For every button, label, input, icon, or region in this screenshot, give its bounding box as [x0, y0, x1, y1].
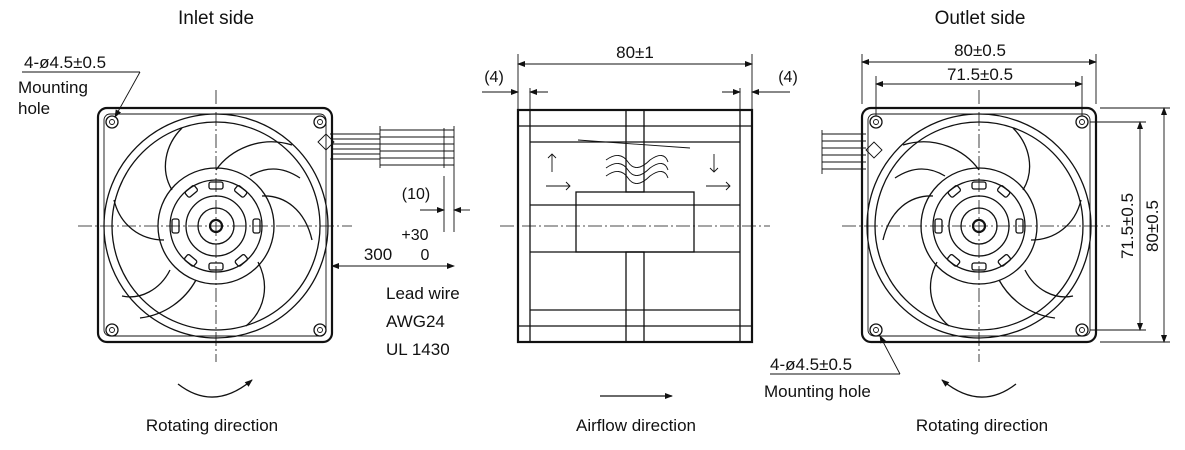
side-flange-right: (4) [778, 69, 798, 86]
inlet-frame [96, 106, 334, 344]
lead-tol-lower: 0 [421, 247, 430, 264]
outlet-width-dim: 80±0.5 [954, 41, 1006, 60]
inlet-hole-dim: 4-ø4.5±0.5 [24, 53, 106, 72]
outlet-rotation-label: Rotating direction [916, 416, 1048, 435]
lead-gap-dim: (10) [402, 186, 430, 203]
side-flow-markers [546, 153, 731, 191]
side-wire-bundle [605, 155, 669, 184]
side-view: 80±1 (4) (4) [482, 43, 798, 435]
airflow-label: Airflow direction [576, 416, 696, 435]
inlet-mounting-holes [105, 115, 327, 337]
inlet-hole-label-1: Mounting [18, 78, 88, 97]
outlet-hole-label: Mounting hole [764, 382, 871, 401]
inlet-rotation-label: Rotating direction [146, 416, 278, 435]
lead-tol-upper: +30 [401, 227, 428, 244]
lead-wire-gauge: AWG24 [386, 312, 445, 331]
outlet-pitch-dim: 71.5±0.5 [947, 65, 1013, 84]
inlet-hole-label-2: hole [18, 99, 50, 118]
outlet-height-dim-vertical: 80±0.5 [1143, 200, 1162, 252]
side-motor [575, 191, 695, 253]
outlet-rotation-arrow [941, 379, 1017, 398]
side-width-dim: 80±1 [616, 43, 654, 62]
outlet-pitch-dim-vertical: 71.5±0.5 [1118, 193, 1137, 259]
lead-wire-standard: UL 1430 [386, 340, 450, 359]
inlet-side-title: Inlet side [178, 8, 254, 29]
outlet-hole-dim: 4-ø4.5±0.5 [770, 355, 852, 374]
outlet-view: 80±0.5 71.5±0.5 71.5±0.5 80±0.5 4-ø4.5±0… [764, 41, 1170, 435]
outlet-side-title: Outlet side [935, 8, 1026, 29]
lead-length-dim: 300 [364, 245, 392, 264]
outlet-fan-blades [882, 127, 1082, 327]
inlet-lead-wires [317, 126, 455, 232]
inlet-fan-blades [113, 127, 313, 327]
inlet-view: (10) +30 300 0 Lead wire AWG24 UL 1430 4… [18, 53, 470, 435]
outlet-lead-wires [821, 130, 883, 174]
inlet-rotation-arrow [177, 379, 253, 398]
lead-wire-label: Lead wire [386, 284, 460, 303]
side-flange-left: (4) [484, 69, 504, 86]
inlet-frame-inner [103, 113, 327, 337]
